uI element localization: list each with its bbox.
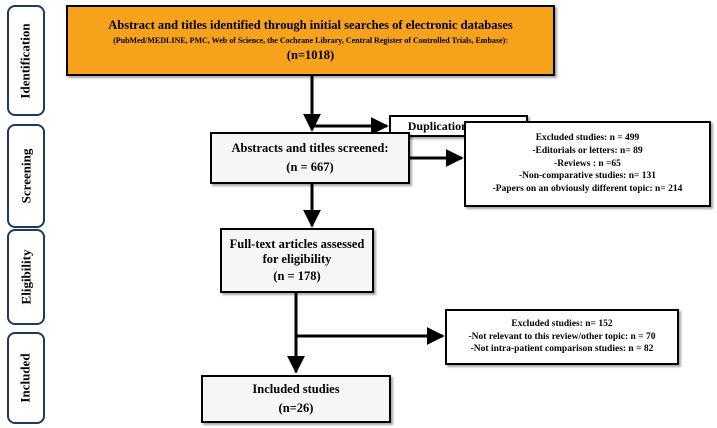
identification-title: Abstract and titles identified through i…: [108, 18, 513, 32]
excluded-studies-box-2: Excluded studies: n= 152 -Not relevant t…: [445, 309, 679, 365]
full-text-count: (n = 178): [273, 269, 321, 283]
full-text-title: Full-text articles assessed for eligibil…: [229, 237, 365, 266]
identification-sources: (PubMed/MEDLINE, PMC, Web of Science, th…: [113, 36, 508, 45]
phase-screening: Screening: [7, 124, 45, 228]
excluded-1-line: Excluded studies: n = 499: [535, 132, 640, 143]
included-box: Included studies (n=26): [201, 375, 391, 423]
included-title: Included studies: [252, 382, 340, 396]
screened-title: Abstracts and titles screened:: [231, 141, 389, 155]
identification-count: (n=1018): [286, 48, 335, 62]
excluded-1-line: -Papers on an obviously different topic:…: [492, 184, 683, 195]
phase-identification: Identification: [7, 5, 45, 116]
phase-included: Included: [7, 332, 45, 424]
excluded-2-line: Excluded studies: n= 152: [511, 318, 613, 329]
phase-eligibility: Eligibility: [7, 229, 45, 325]
excluded-1-line: -Reviews : n =65: [554, 158, 621, 169]
screened-count: (n = 667): [286, 160, 334, 174]
identification-box: Abstract and titles identified through i…: [66, 5, 555, 76]
excluded-studies-box-1: Excluded studies: n = 499 -Editorials or…: [464, 121, 711, 207]
included-count: (n=26): [278, 401, 314, 415]
excluded-2-line: -Not relevant to this review/other topic…: [468, 331, 656, 342]
excluded-1-line: -Editorials or letters: n= 89: [532, 145, 643, 156]
full-text-box: Full-text articles assessed for eligibil…: [220, 228, 374, 293]
screened-box: Abstracts and titles screened: (n = 667): [210, 132, 410, 184]
excluded-1-line: -Non-comparative studies: n= 131: [518, 171, 657, 182]
excluded-2-line: -Not intra-patient comparison studies: n…: [470, 344, 654, 355]
